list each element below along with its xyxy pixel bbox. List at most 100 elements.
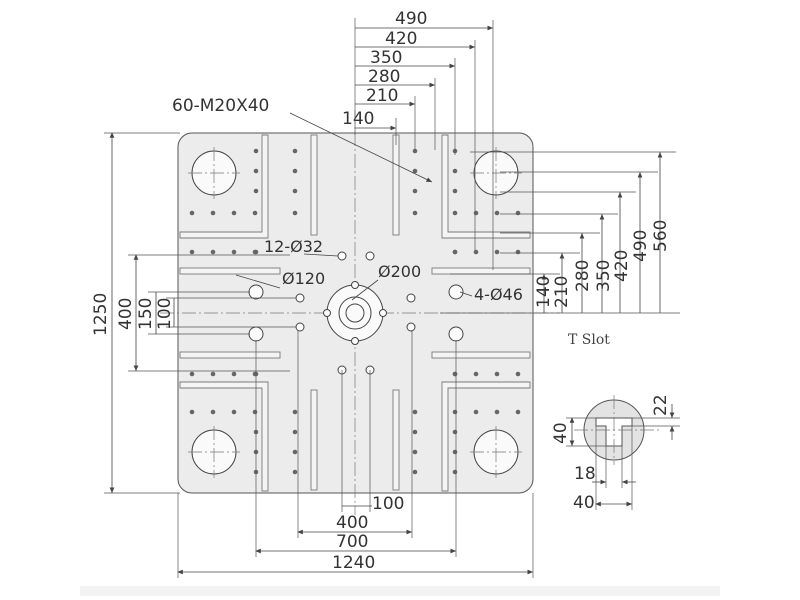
thread-hole bbox=[452, 210, 458, 216]
thread-hole bbox=[412, 449, 418, 455]
thread-hole bbox=[412, 210, 418, 216]
thread-hole bbox=[452, 449, 458, 455]
dim-bottom-100: 100 bbox=[372, 494, 404, 514]
thread-hole bbox=[494, 210, 500, 216]
dim-right-210: 210 bbox=[552, 276, 572, 308]
thread-hole bbox=[452, 469, 458, 475]
dim-top-490: 490 bbox=[395, 9, 427, 29]
top-dimensions: 490 420 350 280 210 140 bbox=[342, 9, 494, 270]
thread-hole bbox=[210, 371, 216, 377]
dim-bottom-400: 400 bbox=[336, 513, 368, 533]
thread-hole bbox=[452, 249, 458, 255]
dim-right-560: 560 bbox=[651, 220, 671, 252]
thread-hole bbox=[292, 429, 298, 435]
dim-right-420: 420 bbox=[612, 250, 632, 282]
thread-hole bbox=[292, 188, 298, 194]
thread-hole bbox=[189, 371, 195, 377]
t-slot-dim-18: 18 bbox=[574, 464, 596, 484]
thread-hole bbox=[292, 409, 298, 415]
dim-right-490: 490 bbox=[631, 230, 651, 262]
thread-hole bbox=[292, 469, 298, 475]
label-4-d46: 4-Ø46 bbox=[474, 285, 523, 304]
thread-hole bbox=[252, 210, 258, 216]
thread-hole bbox=[452, 429, 458, 435]
bottom-dimensions: 100 400 700 1240 bbox=[177, 330, 534, 578]
thread-hole bbox=[412, 429, 418, 435]
thread-hole bbox=[231, 371, 237, 377]
thread-hole bbox=[253, 168, 259, 174]
thread-hole bbox=[292, 210, 298, 216]
t-slot-title: T Slot bbox=[568, 332, 610, 348]
thread-hole bbox=[252, 409, 258, 415]
thread-hole bbox=[515, 409, 521, 415]
dim-top-140: 140 bbox=[342, 109, 374, 129]
thread-hole bbox=[452, 168, 458, 174]
dim-bottom-700: 700 bbox=[336, 532, 368, 552]
thread-hole bbox=[494, 409, 500, 415]
thread-hole bbox=[210, 210, 216, 216]
thread-hole bbox=[515, 371, 521, 377]
thread-hole bbox=[253, 148, 259, 154]
dim-top-350: 350 bbox=[370, 48, 402, 68]
thread-hole bbox=[473, 210, 479, 216]
t-slot-dim-40-width: 40 bbox=[573, 493, 595, 513]
dim-right-140: 140 bbox=[534, 276, 554, 308]
dim-bottom-1240: 1240 bbox=[332, 553, 375, 573]
thread-hole bbox=[412, 409, 418, 415]
dim-top-280: 280 bbox=[368, 67, 400, 87]
dim-right-280: 280 bbox=[573, 260, 593, 292]
thread-hole bbox=[231, 409, 237, 415]
thread-hole bbox=[231, 249, 237, 255]
thread-hole bbox=[494, 371, 500, 377]
thread-hole bbox=[412, 469, 418, 475]
plate-t-slots bbox=[179, 134, 531, 492]
left-dimensions: 1250 400 150 100 bbox=[91, 132, 296, 494]
right-dimensions: 140 210 280 350 420 490 560 bbox=[440, 151, 680, 314]
dim-left-1250: 1250 bbox=[91, 293, 111, 336]
thread-hole bbox=[412, 188, 418, 194]
thread-hole bbox=[515, 210, 521, 216]
bottom-shadow-band bbox=[80, 586, 720, 596]
t-slot-dim-22: 22 bbox=[651, 394, 671, 416]
thread-hole bbox=[189, 210, 195, 216]
thread-hole bbox=[210, 409, 216, 415]
thread-hole bbox=[253, 249, 259, 255]
dim-right-350: 350 bbox=[594, 260, 614, 292]
thread-hole bbox=[473, 409, 479, 415]
label-d120: Ø120 bbox=[282, 269, 325, 288]
dim-left-150: 150 bbox=[136, 298, 156, 330]
t-slot-detail: T Slot 22 40 18 40 bbox=[551, 332, 680, 513]
t-slot-dim-40-height: 40 bbox=[551, 422, 571, 444]
thread-hole bbox=[292, 168, 298, 174]
ring-holes-12 bbox=[295, 251, 416, 375]
dim-left-100: 100 bbox=[155, 298, 175, 330]
thread-hole-label: 60-M20X40 bbox=[172, 96, 269, 116]
thread-hole bbox=[452, 409, 458, 415]
thread-hole bbox=[473, 249, 479, 255]
thread-hole bbox=[515, 249, 521, 255]
thread-hole bbox=[189, 249, 195, 255]
dim-left-400: 400 bbox=[116, 298, 136, 330]
thread-hole bbox=[412, 148, 418, 154]
thread-hole bbox=[452, 371, 458, 377]
thread-leader bbox=[289, 112, 433, 183]
thread-hole bbox=[189, 409, 195, 415]
thread-hole bbox=[452, 188, 458, 194]
thread-hole bbox=[292, 449, 298, 455]
label-12-d32: 12-Ø32 bbox=[264, 237, 323, 256]
dim-top-420: 420 bbox=[385, 29, 417, 49]
corner-holes bbox=[188, 147, 522, 478]
thread-hole bbox=[292, 148, 298, 154]
label-d200: Ø200 bbox=[378, 262, 421, 281]
thread-hole bbox=[473, 371, 479, 377]
thread-hole bbox=[253, 188, 259, 194]
thread-hole bbox=[412, 168, 418, 174]
thread-hole bbox=[210, 249, 216, 255]
ejector-holes-4 bbox=[248, 284, 464, 342]
thread-hole bbox=[494, 249, 500, 255]
center-bore bbox=[323, 281, 387, 345]
dim-top-210: 210 bbox=[366, 86, 398, 106]
hole-annotations: 12-Ø32 Ø120 Ø200 4-Ø46 bbox=[235, 237, 523, 304]
thread-hole bbox=[231, 210, 237, 216]
